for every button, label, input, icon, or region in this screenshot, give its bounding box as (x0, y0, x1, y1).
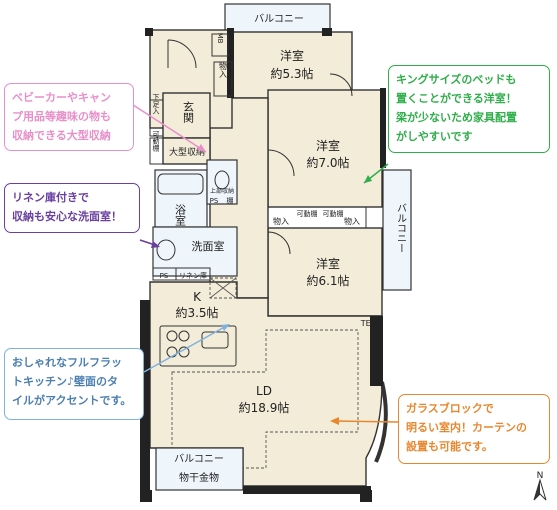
living-name: LD (256, 384, 272, 398)
callout-green-line-3: 梁が少ないため家具配置 (396, 111, 517, 124)
callout-western-room: キングサイズのベッドも 置くことができる洋室！ 梁が少ないため家具配置 がしやす… (388, 65, 550, 153)
western2-name: 洋室 (316, 138, 340, 153)
western2-size: 約7.0帖 (306, 155, 349, 170)
western3-name: 洋室 (316, 256, 340, 271)
mb-box (211, 33, 229, 57)
western-room-3 (267, 227, 383, 317)
callout-pink-line-1: ベビーカーやキャン (12, 91, 111, 104)
north-compass-icon: N (533, 471, 547, 501)
callout-orange-line-3: 設置も可能です。 (406, 440, 493, 453)
western1-size: 約5.3帖 (270, 66, 313, 81)
bottom-balcony (155, 447, 244, 491)
callout-green-line-4: がしやすいです (396, 130, 473, 143)
ps-label-2: PS (160, 272, 169, 280)
bathtub (157, 173, 204, 195)
shelf-label: 棚 (227, 196, 234, 205)
callout-kitchen: おしゃれなフルフラッ トキッチン♪壁面のタ イルがアクセントです。 (4, 348, 144, 420)
callout-pink-line-2: プ用品等趣味の物も (12, 110, 111, 123)
closet1-label: 物入 (219, 61, 228, 78)
washroom-label: 洗面室 (192, 239, 225, 253)
shelf-row-label-2: 可動棚 (297, 209, 318, 218)
shelf-row-label-3: 可動棚 (323, 209, 344, 218)
callout-orange-line-1: ガラスブロックで (406, 402, 494, 415)
drying-rack-label: 物干金物 (179, 471, 219, 484)
ps-box (152, 267, 177, 281)
movable-shelf-1 (149, 137, 164, 165)
callout-pink-line-3: 収納できる大型収納 (12, 129, 111, 142)
kitchen-size: 約3.5帖 (175, 305, 218, 320)
movable-shelf-label: 可動棚 (152, 131, 160, 153)
callout-purple-line-2: 収納も安心な洗面室！ (12, 210, 122, 223)
right-balcony-label: バルコニー (395, 203, 407, 253)
callout-green-line-2: 置くことができる洋室！ (396, 92, 517, 105)
right-balcony (382, 169, 412, 291)
callout-orange-line-2: 明るい室内！カーテンの (406, 421, 527, 434)
western-room-2 (267, 89, 383, 208)
callout-glass-block: ガラスブロックで 明るい室内！カーテンの 設置も可能です。 (398, 394, 550, 464)
upper-storage-label: 上部収納 (210, 187, 234, 195)
shelf-row-label-1: 物入 (273, 216, 289, 226)
callout-blue-line-2: トキッチン♪壁面のタ (12, 375, 119, 388)
callout-blue-line-1: おしゃれなフルフラッ (12, 356, 122, 369)
western-room-1 (231, 31, 353, 99)
toilet (206, 159, 238, 205)
kitchen-counter (159, 325, 237, 367)
tel-label: TEL台 (360, 318, 383, 328)
glass-block-wall (374, 381, 388, 463)
closet-shelf-row (267, 206, 367, 229)
large-storage-label: 大型収納 (169, 146, 205, 158)
linen-label: リネン庫 (179, 271, 207, 280)
entrance-label: 玄関 (182, 100, 195, 123)
washbasin (156, 239, 176, 261)
callout-blue-line-3: イルがアクセントです。 (12, 394, 132, 407)
fridge-space (209, 277, 237, 299)
shelf-row-label-4: 物入 (344, 216, 360, 226)
toilet-bowl (214, 170, 230, 190)
callout-purple-line-1: リネン庫付きで (12, 191, 89, 204)
mb-label: MB (216, 33, 224, 44)
western3-size: 約6.1帖 (306, 273, 349, 288)
living-size: 約18.9帖 (239, 400, 290, 415)
kitchen-name: K (193, 290, 202, 304)
closet-1 (213, 61, 233, 97)
shoe-box (149, 99, 164, 137)
top-balcony (224, 3, 331, 35)
callout-washroom: リネン庫付きで 収納も安心な洗面室！ (4, 183, 140, 233)
bath-label: 浴室 (174, 204, 187, 226)
ps-label-1: PS (210, 197, 219, 205)
shoe-box-label: 下足入 (152, 94, 160, 115)
svg-text:N: N (537, 471, 544, 481)
callout-large-storage: ベビーカーやキャン プ用品等趣味の物も 収納できる大型収納 (4, 83, 134, 151)
western1-name: 洋室 (280, 48, 304, 63)
bottom-balcony-label: バルコニー (174, 453, 224, 465)
top-balcony-label: バルコニー (254, 13, 304, 25)
callout-green-line-1: キングサイズのベッドも (396, 73, 517, 86)
